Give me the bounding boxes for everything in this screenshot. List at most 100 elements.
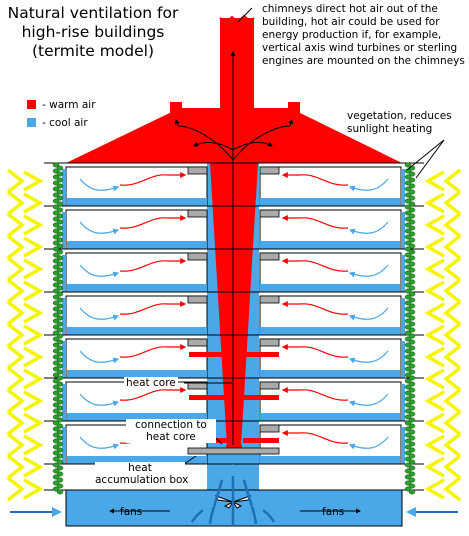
leaf xyxy=(56,219,64,225)
leaf xyxy=(52,222,60,228)
leaf xyxy=(408,363,416,369)
sun-arrow-right xyxy=(424,412,445,434)
vegetation-annotation: vegetation, reduces sunlight heating xyxy=(347,110,452,135)
leaf xyxy=(56,405,64,411)
leaf xyxy=(404,300,412,306)
leaf xyxy=(52,204,60,210)
intake-arrows xyxy=(190,463,276,526)
heat-box xyxy=(187,166,208,175)
sun-arrow-right xyxy=(424,258,445,280)
sun-arrow-left xyxy=(23,324,44,346)
leaf xyxy=(52,258,60,264)
cool-air-floor xyxy=(260,241,400,249)
leaf xyxy=(56,489,64,495)
leaf xyxy=(404,264,412,270)
leaf xyxy=(52,228,60,234)
leaf xyxy=(56,471,64,477)
leaf xyxy=(408,327,416,333)
connection-label: connection to heat core xyxy=(126,419,216,443)
heat-box xyxy=(259,338,280,347)
leaf xyxy=(408,303,416,309)
warm-air-arrow xyxy=(281,258,349,272)
sun-arrow-right xyxy=(424,456,445,478)
leaf xyxy=(404,318,412,324)
heat-box xyxy=(187,295,208,304)
leaf xyxy=(404,486,412,492)
leaf xyxy=(408,267,416,273)
sun-arrow-left xyxy=(6,432,25,458)
sun-arrow-right xyxy=(443,454,462,480)
cool-air-wall xyxy=(401,384,405,421)
leaf xyxy=(52,360,60,366)
connection-to-core xyxy=(243,395,279,400)
leaf xyxy=(408,375,416,381)
leaf xyxy=(56,483,64,489)
heat-box xyxy=(187,381,208,390)
leaf xyxy=(404,348,412,354)
heat-core-label: heat core xyxy=(124,377,178,389)
sun-arrow-right xyxy=(443,432,462,458)
heat-box xyxy=(259,166,280,175)
chimney-annotation: chimneys direct hot air out of the build… xyxy=(262,3,465,67)
leaf xyxy=(404,234,412,240)
warm-air-arrow xyxy=(281,430,349,444)
fan-arrows xyxy=(10,507,458,517)
updraft-right-branch xyxy=(232,119,294,161)
sun-arrow-left xyxy=(6,366,25,392)
sun-arrow-right xyxy=(443,190,462,216)
diagram-title: Natural ventilation for high-rise buildi… xyxy=(0,4,188,61)
leaf xyxy=(52,174,60,180)
leaf xyxy=(404,306,412,312)
sun-arrow-right xyxy=(443,476,462,502)
leaf xyxy=(56,465,64,471)
leaf xyxy=(408,399,416,405)
sun-arrow-left xyxy=(23,192,44,214)
leaf xyxy=(404,294,412,300)
leaf xyxy=(408,483,416,489)
cool-air-arrow xyxy=(79,264,120,278)
leaf xyxy=(404,162,412,168)
leaf xyxy=(52,300,60,306)
leaf xyxy=(404,270,412,276)
leaf xyxy=(56,327,64,333)
leaf xyxy=(52,480,60,486)
cool-air-wall xyxy=(62,169,66,206)
leaf xyxy=(404,342,412,348)
sun-arrow-right xyxy=(443,278,462,304)
cool-air-wall xyxy=(401,427,405,464)
cool-air-floor xyxy=(260,198,400,206)
leaf xyxy=(52,474,60,480)
leaf xyxy=(404,390,412,396)
leaf xyxy=(52,420,60,426)
leaf xyxy=(56,297,64,303)
leaf xyxy=(408,339,416,345)
leaf xyxy=(408,357,416,363)
sun-arrow-right xyxy=(424,302,445,324)
sun-arrow-right xyxy=(424,170,445,192)
leaf xyxy=(408,243,416,249)
sun-arrow-right xyxy=(443,300,462,326)
sun-arrow-right xyxy=(443,322,462,348)
leaf xyxy=(404,402,412,408)
cool-air-arrow xyxy=(348,350,389,364)
leaf xyxy=(408,423,416,429)
heat-box xyxy=(259,252,280,261)
leaf xyxy=(52,342,60,348)
leaf xyxy=(404,438,412,444)
leaf xyxy=(408,255,416,261)
floors xyxy=(44,162,424,491)
leaf xyxy=(52,462,60,468)
fans-right-label: fans xyxy=(322,506,345,518)
leaf xyxy=(404,180,412,186)
leaf xyxy=(52,372,60,378)
leaf xyxy=(52,180,60,186)
leaf xyxy=(404,276,412,282)
leaf xyxy=(404,366,412,372)
leaf xyxy=(52,390,60,396)
sun-arrow-left xyxy=(6,168,25,194)
leaf xyxy=(408,477,416,483)
warm-air-arrow xyxy=(281,301,349,315)
sun-arrow-left xyxy=(6,300,25,326)
leaf xyxy=(408,345,416,351)
